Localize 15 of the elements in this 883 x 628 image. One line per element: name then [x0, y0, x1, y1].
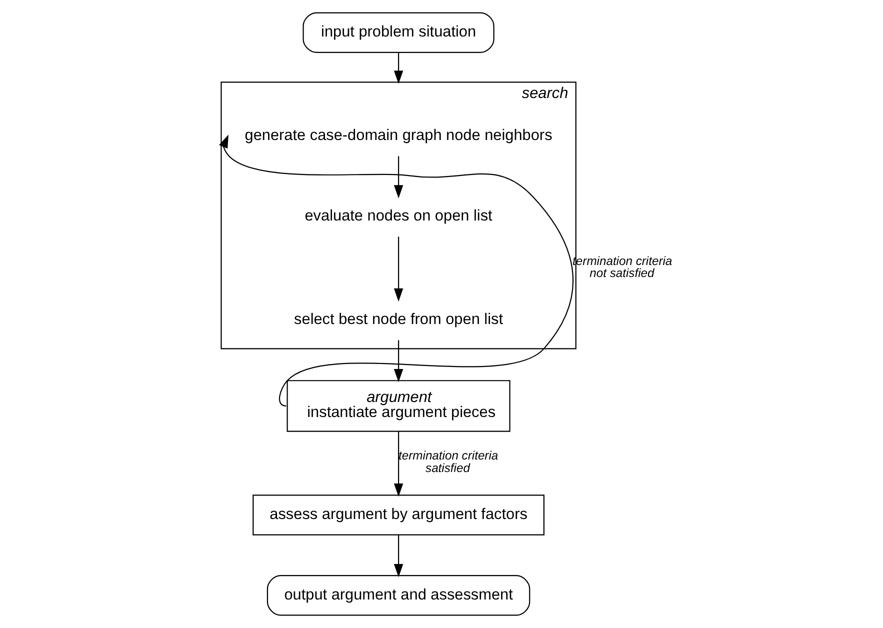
node-text: select best node from open list — [294, 311, 504, 328]
node-box: argument instantiate argument pieces — [286, 380, 510, 432]
arrow — [394, 340, 404, 382]
arrow — [394, 236, 404, 302]
node-text: generate case-domain graph node neighbors — [244, 127, 552, 144]
node-box: input problem situation — [302, 12, 494, 53]
edge-label: termination criteria satisfied — [398, 448, 498, 475]
node-box: output argument and assessment — [266, 575, 530, 616]
arrow — [394, 431, 404, 497]
arrow — [394, 156, 404, 198]
node-box: assess argument by argument factors — [252, 494, 544, 536]
arrow — [394, 535, 404, 578]
arrow — [394, 52, 404, 84]
arrow — [219, 134, 574, 406]
node-text: evaluate nodes on open list — [304, 208, 492, 225]
